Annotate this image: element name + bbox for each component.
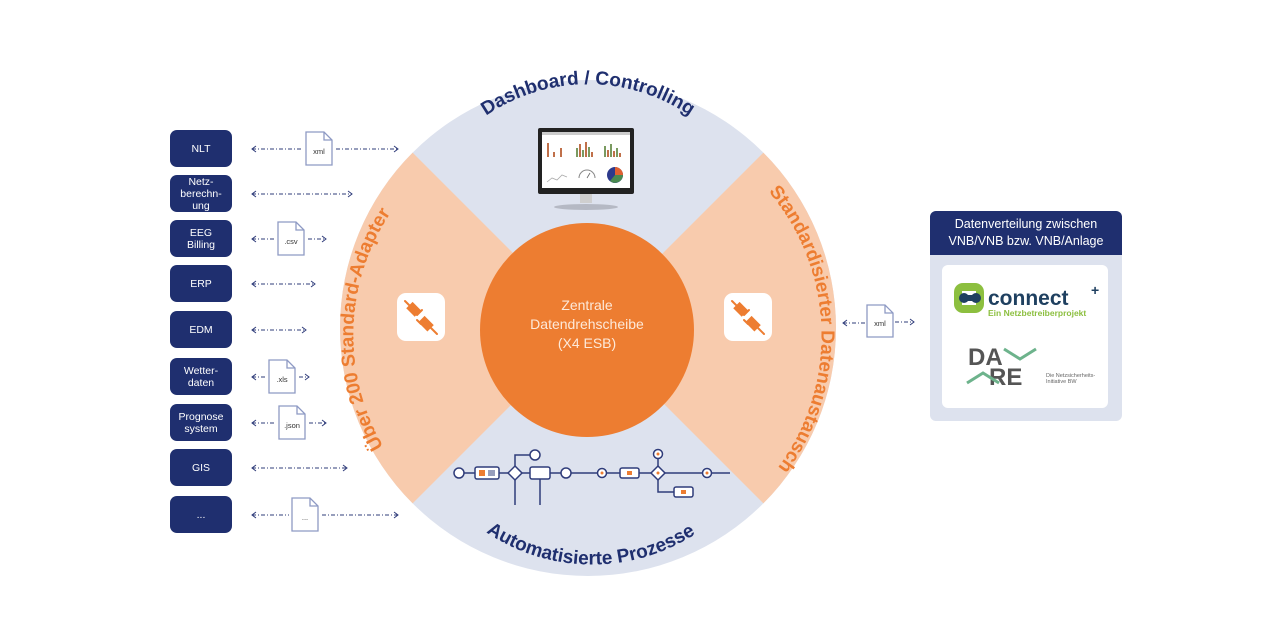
arrow-head-right <box>909 318 915 326</box>
hub-label-line-2: Datendrehscheibe <box>530 316 644 332</box>
dare-logo-bottom: RE <box>989 364 1022 391</box>
bidirectional-arrow <box>251 145 399 153</box>
file-extension-label: xml <box>313 147 325 156</box>
bidirectional-arrow <box>251 373 310 381</box>
dare-logo: DA RE Die Netzsicherheits- Initiative BW <box>966 344 1095 391</box>
system-box[interactable]: EEG Billing <box>170 220 232 257</box>
central-hub <box>480 223 694 437</box>
connector-arrows: xml .csv .xls .json... <box>251 131 399 532</box>
file-icon: .json <box>278 405 306 440</box>
arrow-head-right <box>301 326 307 334</box>
arrow-head-left <box>251 419 257 427</box>
arrow-head-left <box>842 319 848 327</box>
file-extension-label: ... <box>302 513 308 522</box>
arrow-head-left <box>251 145 257 153</box>
file-extension-label: .csv <box>284 237 298 246</box>
system-box[interactable]: NLT <box>170 130 232 167</box>
arrow-head-right <box>321 419 327 427</box>
file-icon: xml <box>305 131 333 166</box>
bidirectional-arrow <box>251 419 327 427</box>
connect-logo-plus: + <box>1091 282 1099 298</box>
partner-logos-card: connect + Ein Netzbetreiberprojekt DA RE… <box>942 265 1108 408</box>
connect-logo-text: connect <box>988 287 1069 310</box>
arrow-head-right <box>310 280 316 288</box>
arrow-head-left <box>251 464 257 472</box>
arrow-head-right <box>321 235 327 243</box>
dare-caption-line-1: Die Netzsicherheits- <box>1046 373 1095 379</box>
system-box[interactable]: Netz- berechn- ung <box>170 175 232 212</box>
bidirectional-arrow <box>251 511 399 519</box>
file-icon: ... <box>291 497 319 532</box>
system-box[interactable]: GIS <box>170 449 232 486</box>
process-flow-icon <box>453 448 730 505</box>
file-icon: .csv <box>277 221 305 256</box>
connect-logo-tagline: Ein Netzbetreiberprojekt <box>988 308 1086 318</box>
panel-title: Datenverteilung zwischen VNB/VNB bzw. VN… <box>930 211 1122 255</box>
file-extension-label: xml <box>874 319 886 328</box>
bidirectional-arrow <box>251 190 353 198</box>
right-plug-icon <box>724 293 772 341</box>
monitor-dashboard-icon <box>538 128 634 210</box>
hub-label-line-3: (X4 ESB) <box>558 335 616 351</box>
dare-caption-line-2: Initiative BW <box>1046 379 1077 385</box>
file-extension-label: .xls <box>276 375 288 384</box>
arrow-head-right <box>347 190 353 198</box>
arrow-head-left <box>251 280 257 288</box>
arrow-head-right <box>304 373 310 381</box>
file-icon: .xls <box>268 359 296 394</box>
system-box[interactable]: Prognose system <box>170 404 232 441</box>
connect-logo-mark-icon <box>954 283 984 313</box>
system-box[interactable]: Wetter- daten <box>170 358 232 395</box>
bidirectional-arrow <box>251 235 327 243</box>
arrow-head-left <box>251 373 257 381</box>
xml-file-icon: xml <box>866 304 894 338</box>
hub-label: Zentrale Datendrehscheibe (X4 ESB) <box>530 297 644 351</box>
system-box[interactable]: ... <box>170 496 232 533</box>
partner-logos: connect + Ein Netzbetreiberprojekt DA RE… <box>954 282 1099 391</box>
arrow-head-left <box>251 326 257 334</box>
arrow-head-left <box>251 190 257 198</box>
hub-label-line-1: Zentrale <box>561 297 613 313</box>
data-distribution-panel: Datenverteilung zwischen VNB/VNB bzw. VN… <box>930 211 1122 421</box>
bidirectional-arrow <box>251 280 316 288</box>
dare-chevron-down-icon <box>1003 347 1037 361</box>
arrow-head-right <box>393 511 399 519</box>
arrow-head-right <box>342 464 348 472</box>
arrow-head-left <box>251 235 257 243</box>
left-plug-icon <box>397 293 445 341</box>
connect-plus-logo: connect + Ein Netzbetreiberprojekt <box>954 282 1099 318</box>
file-extension-label: .json <box>284 421 300 430</box>
system-box[interactable]: EDM <box>170 311 232 348</box>
bidirectional-arrow <box>251 326 307 334</box>
arrow-head-right <box>393 145 399 153</box>
system-box[interactable]: ERP <box>170 265 232 302</box>
dare-logo-top: DA <box>968 344 1003 371</box>
right-connector <box>842 318 915 327</box>
bidirectional-arrow <box>251 464 348 472</box>
arrow-head-left <box>251 511 257 519</box>
dare-chevron-up-icon <box>966 371 1000 385</box>
